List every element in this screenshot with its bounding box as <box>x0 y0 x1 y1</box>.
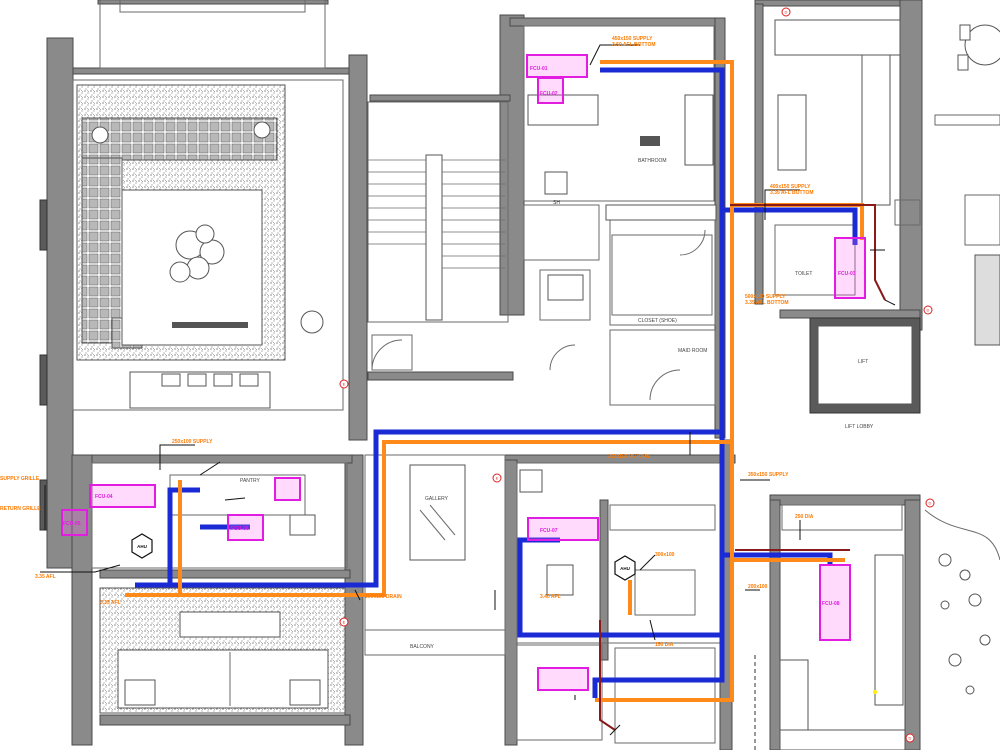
duct-label-a2: 3.50 AFL BOTTOM <box>612 42 656 48</box>
grid-marker-1: D <box>781 7 791 17</box>
duct-label-c: 500x150 SUPPLY <box>745 294 786 300</box>
unit-fcu-05 <box>61 509 88 536</box>
room-label-bathroom: BATHROOM <box>638 158 667 164</box>
ahu-tag-left: AHU <box>131 533 153 559</box>
duct-label-grille-a: SUPPLY GRILLE <box>0 476 40 482</box>
unit-label-d: FCU-04 <box>95 494 113 500</box>
room-label-lift-lobby: LIFT LOBBY <box>845 424 874 430</box>
duct-label-dim-a: 250 DIA <box>795 514 814 520</box>
duct-label-f: 350x150 SUPPLY <box>748 472 789 478</box>
grid-marker-2: E <box>339 379 349 389</box>
unit-label-f: FCU-06 <box>231 526 249 532</box>
leader-lines <box>40 44 896 736</box>
ahu-tag-left-text: AHU <box>137 544 147 549</box>
unit-label-g: FCU-07 <box>540 528 558 534</box>
duct-label-dim-b: 200x100 <box>748 584 768 590</box>
lower-middle-rooms <box>516 462 756 750</box>
unit-label-e: FCU-05 <box>63 521 81 527</box>
gallery <box>364 454 506 656</box>
drain-lines <box>599 204 886 731</box>
room-label-balcony: BALCONY <box>410 644 435 650</box>
duct-label-e: 300x150 RETURN <box>608 454 650 460</box>
room-label-lift: LIFT <box>858 359 868 365</box>
unit-fcu-03 <box>834 237 866 299</box>
room-label-closet: CLOSET (SHOE) <box>638 318 677 324</box>
bathroom-area <box>523 25 717 406</box>
duct-label-grille-b: RETURN GRILLE <box>0 506 41 512</box>
living-room <box>39 79 344 531</box>
grid-markers: D E D E D E D <box>339 7 935 743</box>
ahu-tag-right-text: AHU <box>620 566 630 571</box>
room-label-sh: SH <box>553 200 560 206</box>
room-labels: BATHROOM SH CLOSET (SHOE) LIFT LIFT LOBB… <box>240 158 874 650</box>
unit-fcu-06 <box>227 514 264 541</box>
room-label-gallery: GALLERY <box>425 496 449 502</box>
duct-label-a: 450x150 SUPPLY <box>612 36 653 42</box>
svg-text:E: E <box>496 476 499 481</box>
duct-label-elev-a: 3.35 AFL <box>35 574 56 580</box>
duct-label-b2: 3.35 AFL BOTTOM <box>770 190 814 196</box>
staircase <box>367 101 509 371</box>
unit-fcu-04 <box>89 484 156 508</box>
grid-marker-5: D <box>925 498 935 508</box>
duct-label-b: 400x150 SUPPLY <box>770 184 811 190</box>
unit-fcu-07 <box>527 517 599 541</box>
grid-marker-4: E <box>492 473 502 483</box>
grid-marker-7: D <box>905 733 915 743</box>
svg-text:E: E <box>343 620 346 625</box>
unit-fcu-02 <box>537 77 564 104</box>
unit-labels: FCU-01 FCU-02 FCU-03 FCU-04 FCU-05 FCU-0… <box>63 66 856 607</box>
ahu-tag-right: AHU <box>614 555 636 581</box>
duct-label-d: 250x100 SUPPLY <box>172 439 213 445</box>
svg-text:D: D <box>785 10 788 15</box>
unit-fcu-08 <box>819 564 851 641</box>
grid-marker-6: E <box>339 617 349 627</box>
room-label-maid: MAID ROOM <box>678 348 707 354</box>
duct-label-elev-c: 3.40 AFL <box>540 594 561 600</box>
lower-right-room <box>779 504 1000 750</box>
duct-labels: 450x150 SUPPLY 3.50 AFL BOTTOM 400x150 S… <box>0 36 814 648</box>
svg-text:D: D <box>909 736 912 741</box>
svg-text:E: E <box>343 382 346 387</box>
floor-lamps <box>161 373 259 387</box>
fan-coil-units <box>61 54 866 691</box>
svg-text:D: D <box>927 308 930 313</box>
lower-left-rooms <box>91 462 348 714</box>
duct-label-g: 200x100 DRAIN <box>365 594 402 600</box>
duct-label-dim-c: 150 DIA <box>655 642 674 648</box>
room-label-toilet: TOILET <box>795 271 812 277</box>
unit-label-b: FCU-02 <box>540 91 558 97</box>
room-label-pantry: PANTRY <box>240 478 260 484</box>
duct-label-dim-d: 300x100 <box>655 552 675 558</box>
duct-label-elev-b: 3.35 AFL <box>100 600 121 606</box>
right-upper-room <box>774 19 1000 346</box>
svg-text:D: D <box>929 501 932 506</box>
window-marks <box>39 199 48 531</box>
grid-marker-3: D <box>923 305 933 315</box>
unit-label-c: FCU-03 <box>838 271 856 277</box>
duct-label-c2: 3.35 AFL BOTTOM <box>745 300 789 306</box>
unit-label-a: FCU-01 <box>530 66 548 72</box>
unit-label-h: FCU-08 <box>822 601 840 607</box>
